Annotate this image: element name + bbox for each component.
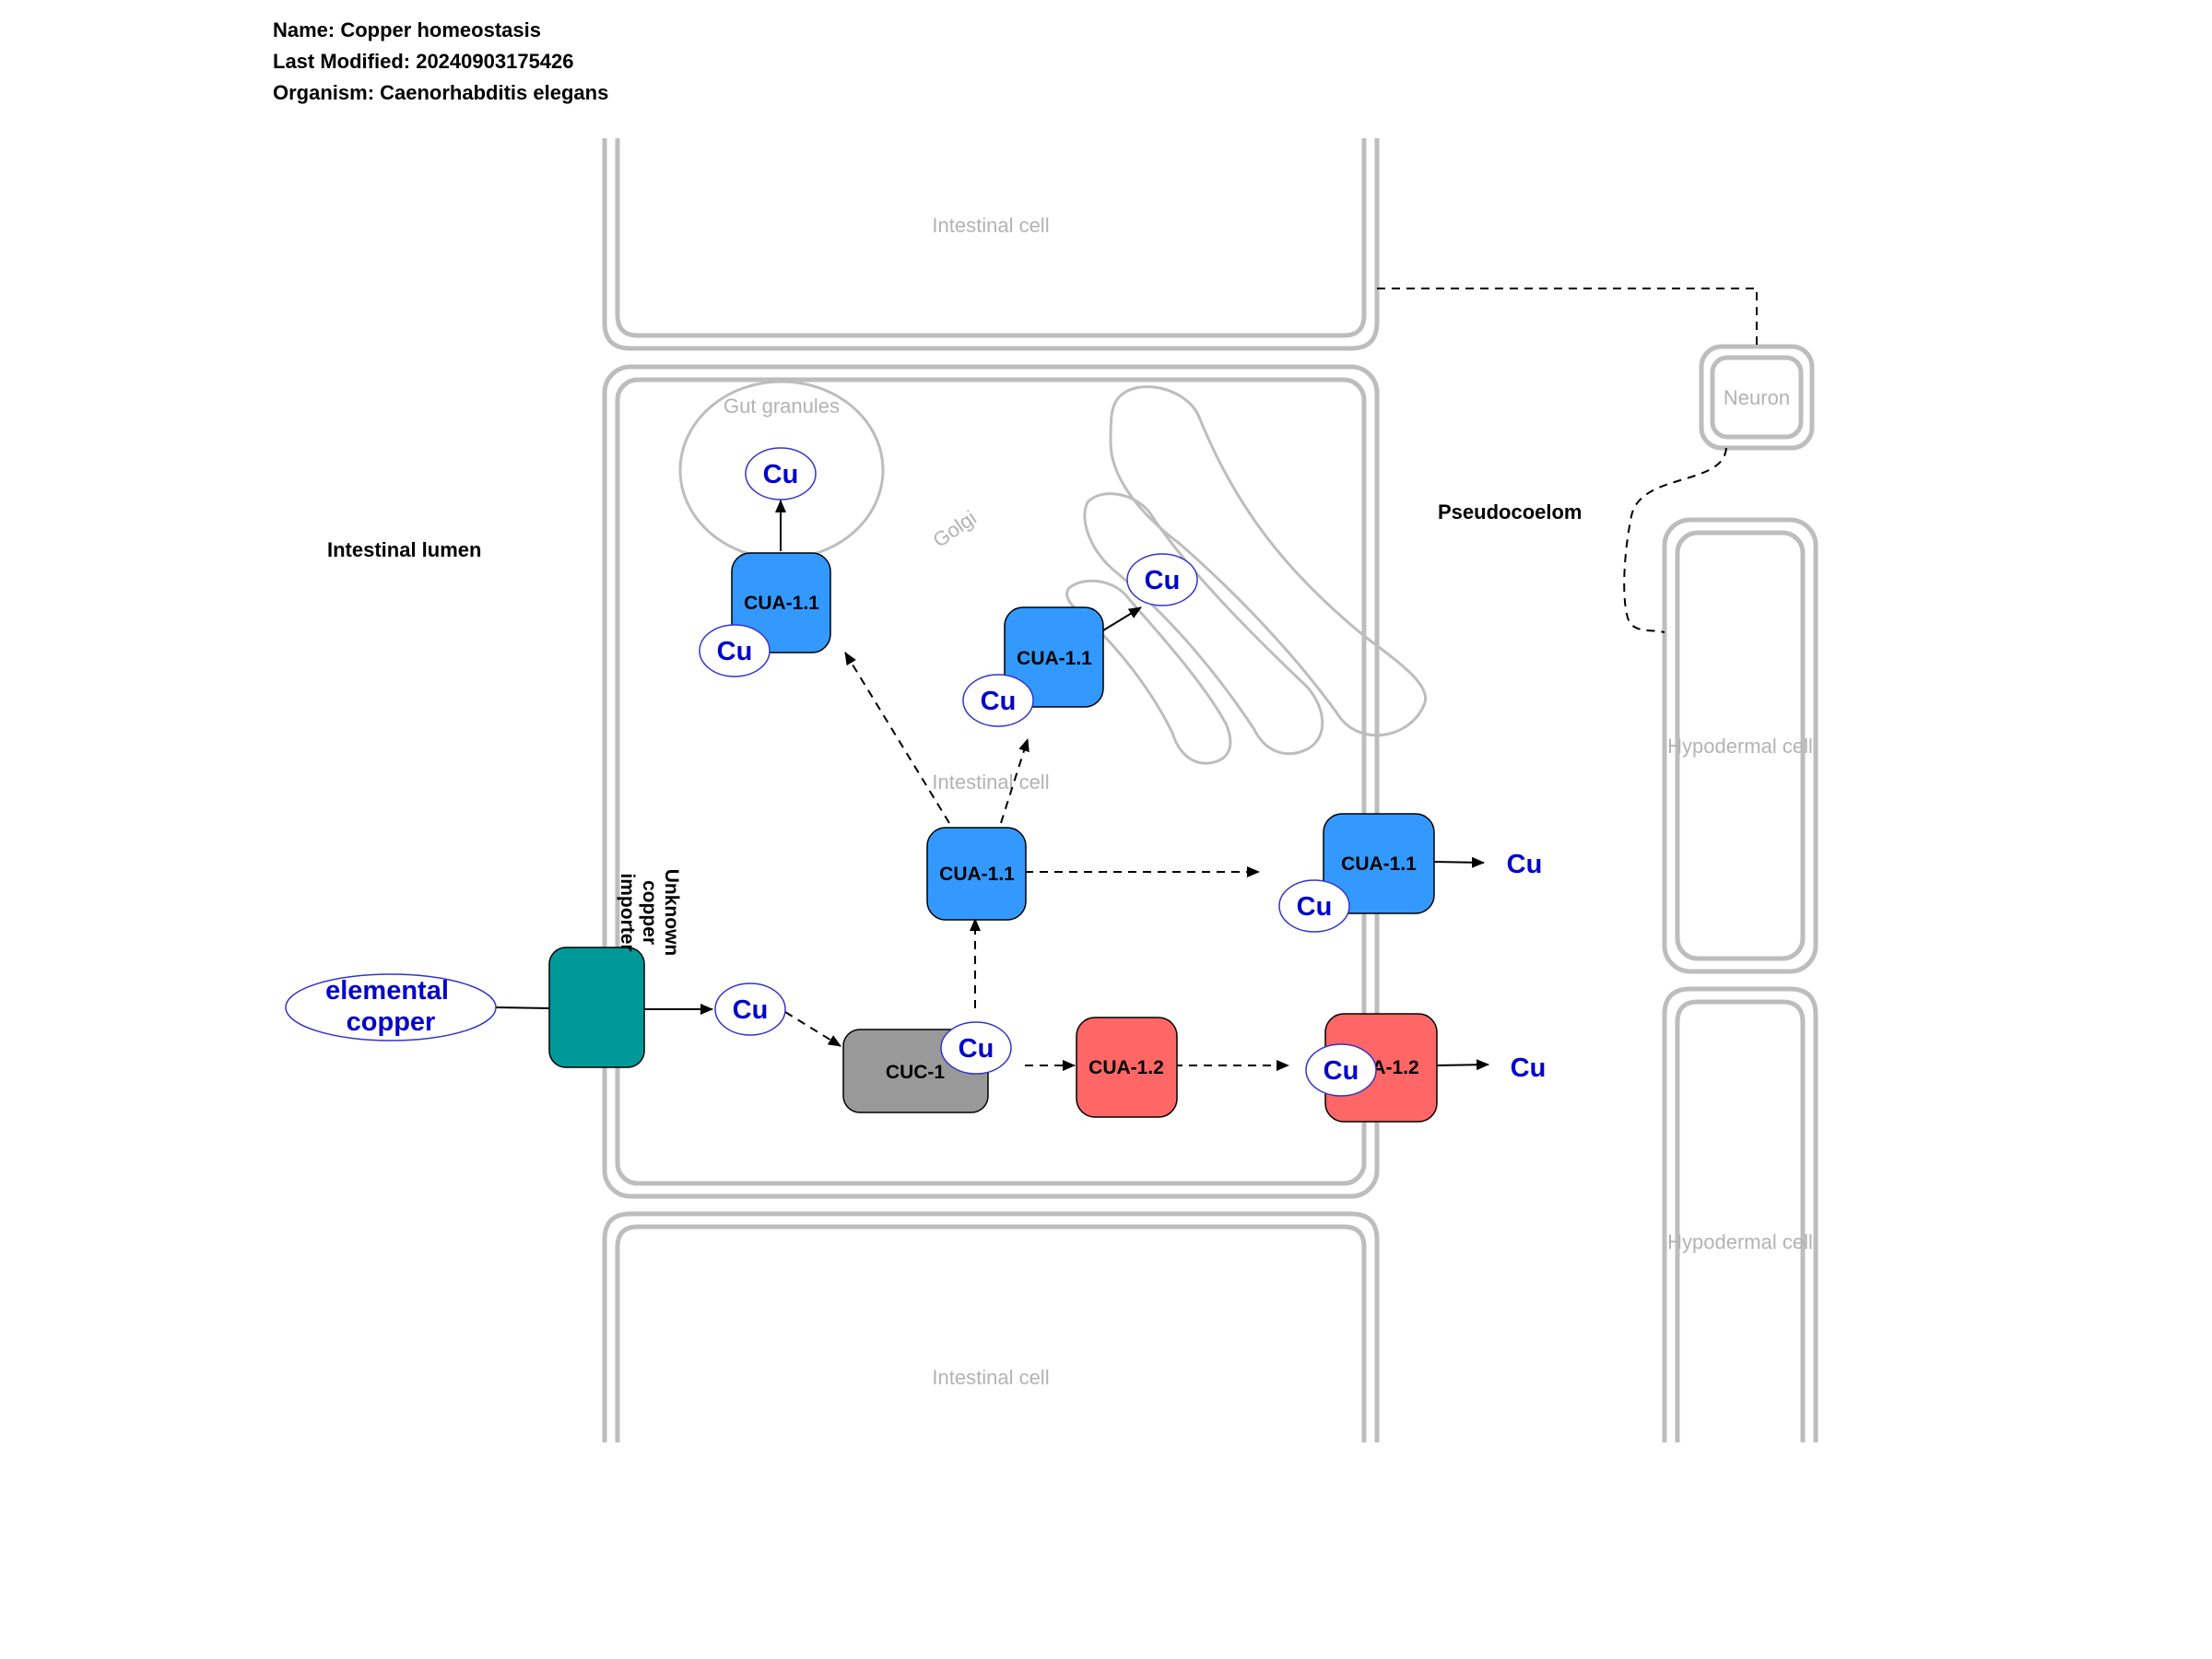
- basolateral-12-bound-cu-label: Cu: [1324, 1056, 1359, 1086]
- elemental-copper-line-2: copper: [347, 1007, 436, 1037]
- cua11-center-label: CUA-1.1: [939, 864, 1015, 885]
- importer-box: [548, 947, 645, 1068]
- golgi-bound-cu-label: Cu: [981, 687, 1017, 716]
- pathway-header: Name: Copper homeostasis Last Modified: …: [273, 18, 608, 104]
- cua12-center-box: [1076, 1017, 1178, 1118]
- intestinal-cell-bottom-label: Intestinal cell: [932, 1366, 1049, 1389]
- cua11-basolateral-label: CUA-1.1: [1341, 853, 1417, 875]
- cua11-granule-node[interactable]: CUA-1.1 Cu: [699, 552, 831, 677]
- cu-basolateral-11-out[interactable]: Cu: [1507, 850, 1543, 879]
- cua12-center-label: CUA-1.2: [1088, 1057, 1164, 1078]
- intestinal-cell-top[interactable]: Intestinal cell: [602, 138, 1380, 351]
- cua11-center-box: [926, 827, 1027, 921]
- intestine-neuron-connector: [1377, 288, 1758, 347]
- cu-golgi-out-label: Cu: [1145, 566, 1181, 595]
- basolateral-12-bound-cu-ellipse: [1305, 1043, 1377, 1097]
- cu-granule-inside-label: Cu: [763, 460, 799, 489]
- cuc1-node[interactable]: CUC-1 Cu: [842, 1021, 1012, 1113]
- cua12-center-node[interactable]: CUA-1.2: [1076, 1017, 1178, 1118]
- last-modified: Last Modified: 20240903175426: [273, 50, 574, 73]
- gut-granules-label: Gut granules: [724, 394, 840, 418]
- neuron-hypodermal-connector: [1623, 447, 1727, 633]
- cua12-basolateral-label: A-1.2: [1371, 1057, 1418, 1078]
- intestinal-cell-middle-label: Intestinal cell: [932, 771, 1049, 794]
- cu-golgi-out-node[interactable]: Cu: [1126, 553, 1198, 606]
- importer-label-line-2: copper: [639, 880, 660, 945]
- cu-granule-inside-node[interactable]: Cu: [745, 447, 817, 500]
- cua11-granule-box: [731, 552, 831, 653]
- hypodermal-cell-2[interactable]: Hypodermal cell: [1662, 986, 1818, 1442]
- cuc1-bound-cu-label: Cu: [959, 1034, 994, 1064]
- importer-label: Unknown copper importer: [617, 869, 682, 957]
- edge-cua11-to-granule: [844, 652, 950, 824]
- importer-label-line-3: importer: [617, 873, 638, 951]
- unknown-copper-importer-node[interactable]: Unknown copper importer: [548, 869, 682, 1068]
- cuc1-label: CUC-1: [886, 1062, 945, 1083]
- cua12-basolateral-node[interactable]: A-1.2 Cu: [1305, 1013, 1438, 1123]
- pathway-name: Name: Copper homeostasis: [273, 18, 541, 41]
- basolateral-11-bound-cu-ellipse: [1278, 879, 1350, 933]
- intestinal-lumen-label: Intestinal lumen: [327, 538, 481, 561]
- cua11-basolateral-node[interactable]: CUA-1.1 Cu: [1278, 813, 1435, 933]
- edge-cu-to-cuc1: [784, 1011, 841, 1047]
- golgi-label: Golgi: [928, 506, 980, 552]
- cua11-golgi-label: CUA-1.1: [1017, 648, 1092, 669]
- elemental-copper-node[interactable]: elemental copper: [285, 973, 497, 1041]
- hypodermal-cell-1[interactable]: Hypodermal cell: [1662, 517, 1818, 974]
- cua11-golgi-box: [1004, 606, 1104, 708]
- pseudocoelom-label: Pseudocoelom: [1438, 500, 1582, 524]
- cu-imported-label: Cu: [733, 995, 769, 1025]
- golgi-bound-cu-ellipse: [962, 674, 1034, 727]
- neuron-label: Neuron: [1724, 386, 1790, 409]
- cua11-basolateral-box: [1323, 813, 1435, 914]
- cuc1-bound-cu-ellipse: [940, 1021, 1012, 1075]
- cu-basolateral-12-out[interactable]: Cu: [1511, 1053, 1547, 1083]
- cu-imported-node[interactable]: Cu: [714, 982, 786, 1036]
- cua11-golgi-node[interactable]: CUA-1.1 Cu: [962, 606, 1104, 727]
- granule-bound-cu-label: Cu: [717, 637, 753, 666]
- interaction-edges: [495, 500, 1489, 1071]
- edge-golgi-cua11-to-cu: [1102, 606, 1142, 631]
- intestinal-cell-top-label: Intestinal cell: [932, 214, 1049, 237]
- cua11-granule-label: CUA-1.1: [744, 593, 819, 614]
- elemental-copper-line-1: elemental: [325, 976, 449, 1006]
- organism: Organism: Caenorhabditis elegans: [273, 81, 608, 104]
- granule-bound-cu-ellipse: [699, 624, 771, 677]
- basolateral-11-bound-cu-label: Cu: [1297, 892, 1333, 922]
- intestinal-cell-bottom[interactable]: Intestinal cell: [602, 1211, 1380, 1442]
- edge-cua11-basolateral-to-cu: [1432, 856, 1485, 868]
- intestinal-cell-middle[interactable]: Intestinal cell: [602, 364, 1380, 1199]
- cua11-center-node[interactable]: CUA-1.1: [926, 827, 1027, 921]
- hypodermal-cell-1-label: Hypodermal cell: [1667, 735, 1813, 758]
- importer-label-line-1: Unknown: [661, 869, 682, 957]
- edge-copper-to-importer: [495, 1006, 552, 1009]
- hypodermal-cell-2-label: Hypodermal cell: [1667, 1230, 1813, 1253]
- neuron-cell[interactable]: Neuron: [1699, 344, 1815, 451]
